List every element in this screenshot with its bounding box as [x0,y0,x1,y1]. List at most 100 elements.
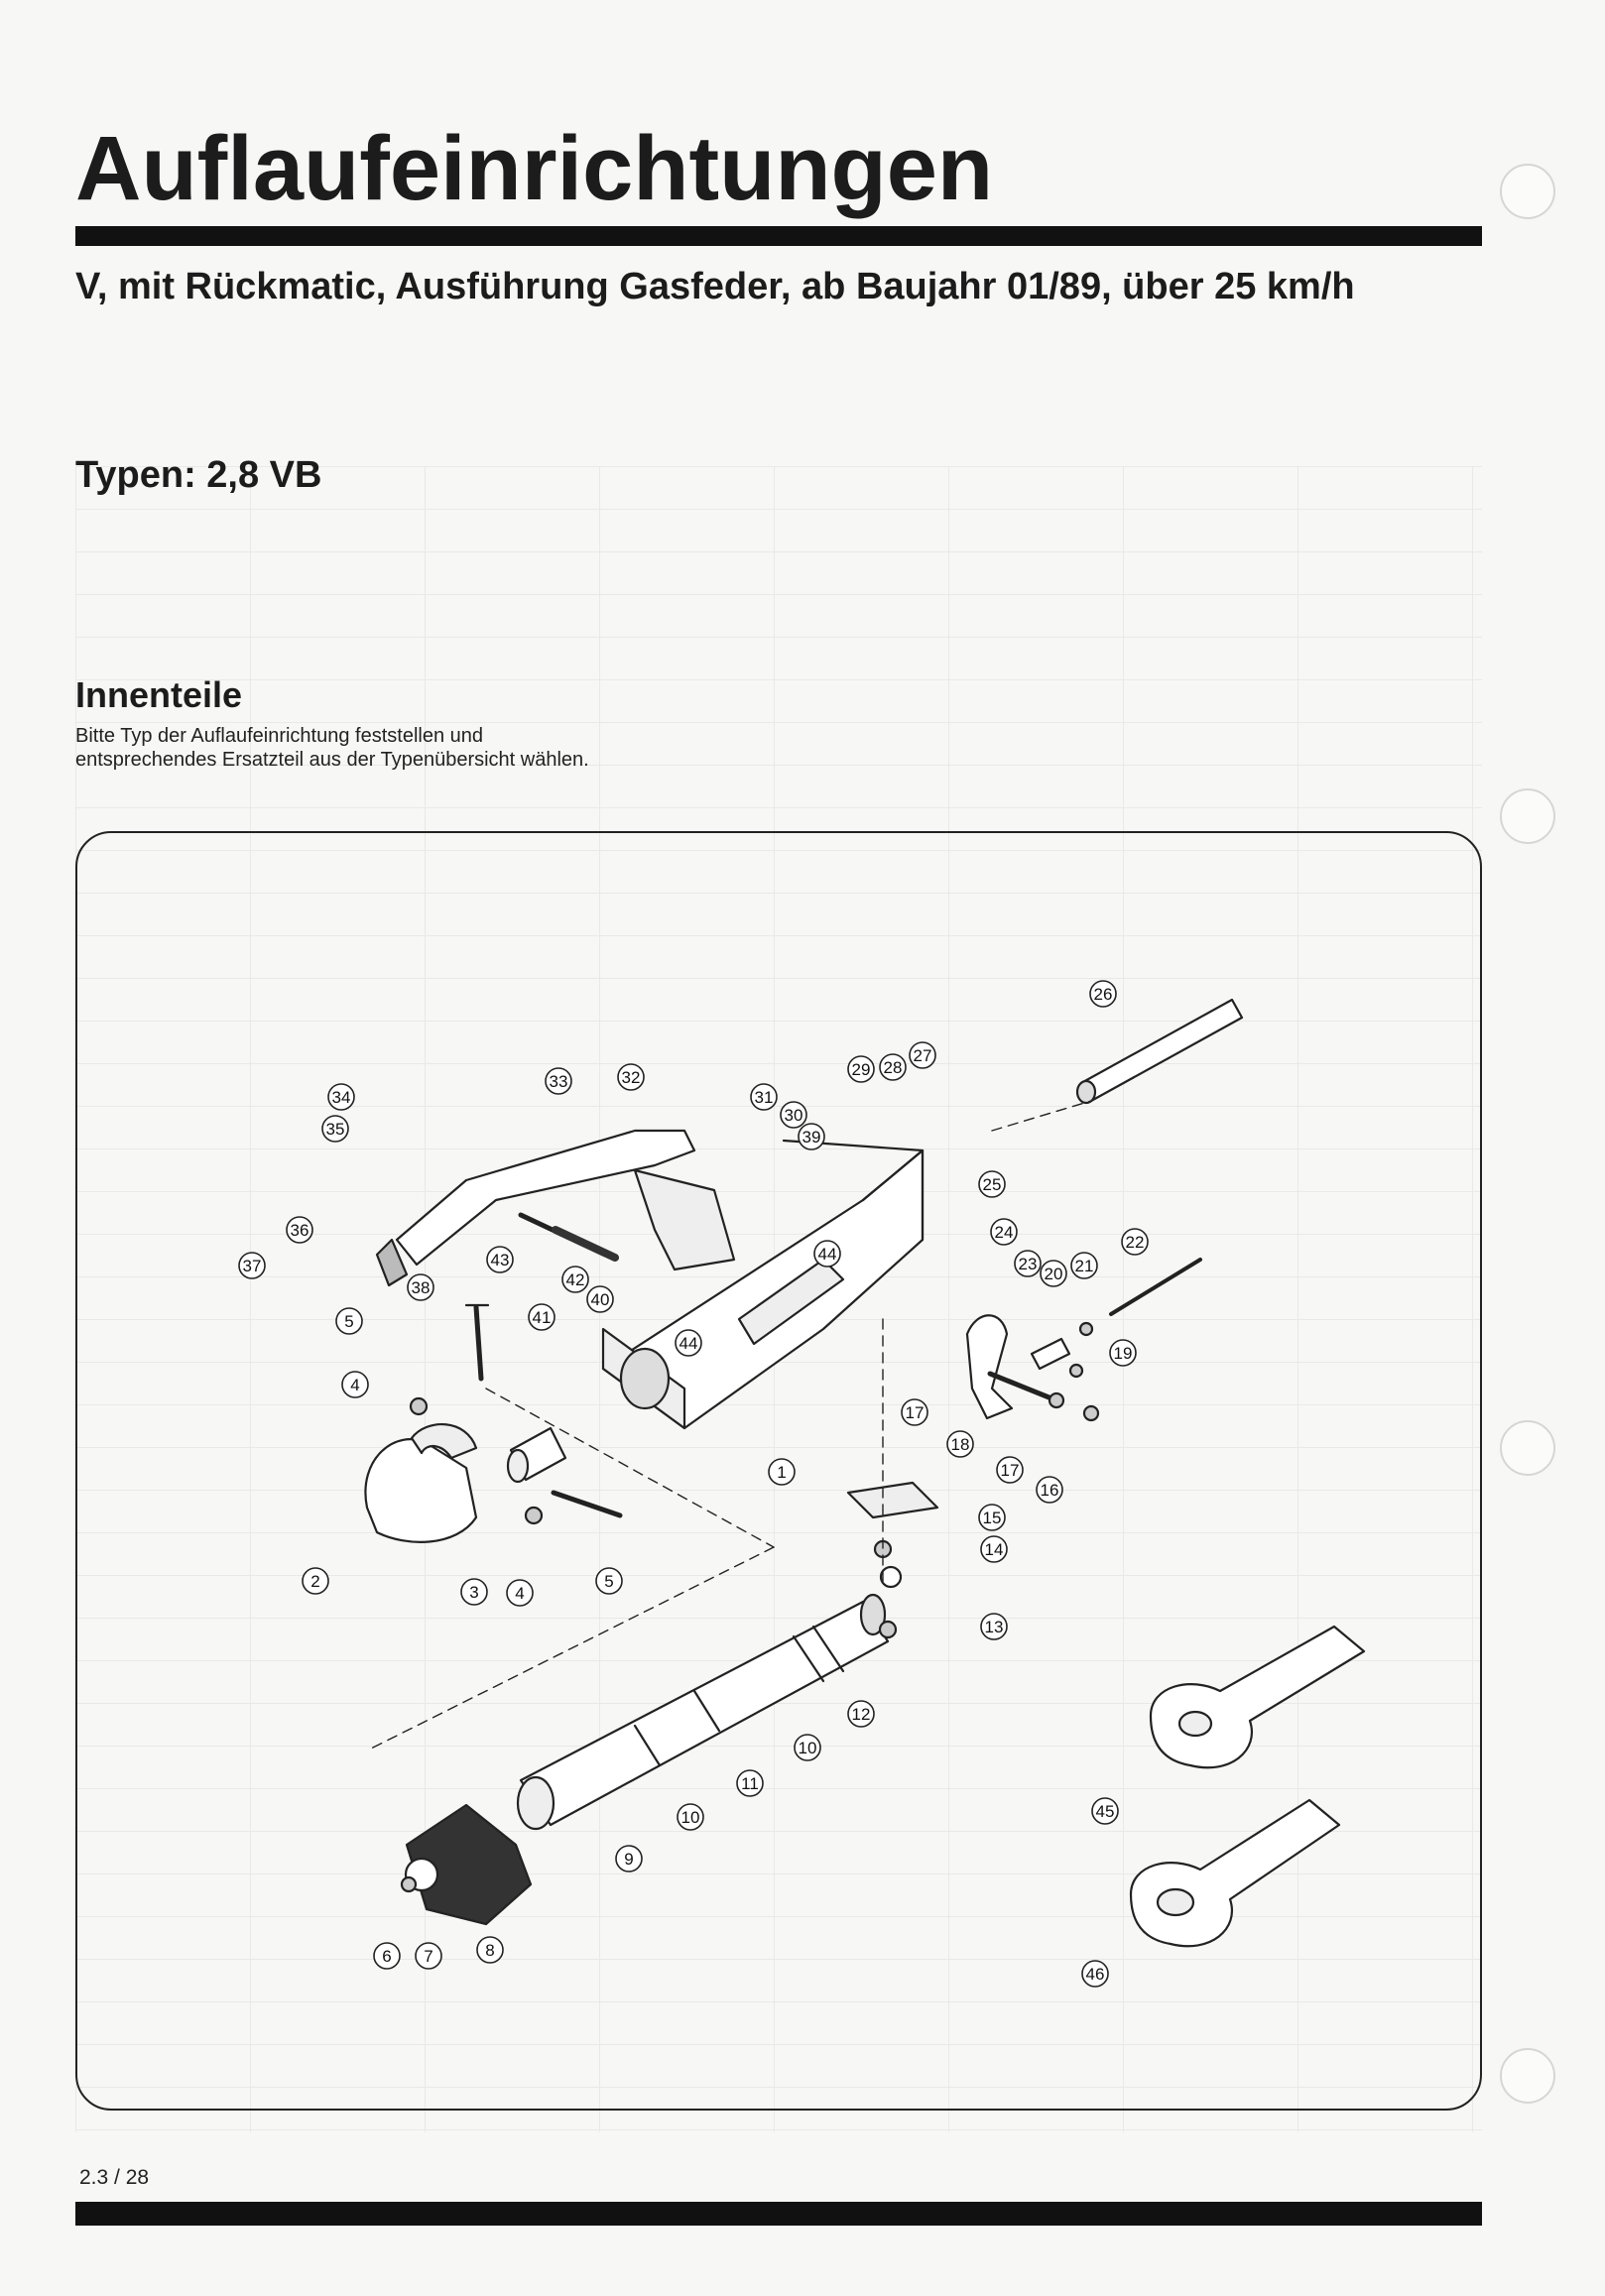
svg-text:8: 8 [485,1941,494,1960]
callout-45: 45 [1091,1797,1119,1825]
callout-18: 18 [946,1430,974,1458]
page-title: Auflaufeinrichtungen [75,118,994,219]
section-heading: Innenteile [75,674,243,715]
callout-40: 40 [586,1285,614,1313]
svg-text:7: 7 [424,1947,432,1966]
callout-24: 24 [990,1218,1018,1246]
section-note: Bitte Typ der Auflaufeinrichtung festste… [75,725,589,771]
sleeve-part [506,1426,567,1484]
callout-10a: 10 [677,1803,704,1831]
svg-text:26: 26 [1094,985,1113,1004]
callout-42: 42 [561,1266,589,1293]
callout-5b: 5 [595,1567,623,1595]
svg-text:18: 18 [951,1435,970,1454]
callout-11: 11 [736,1769,764,1797]
punch-hole [1500,788,1555,844]
callout-44a: 44 [813,1240,841,1268]
callout-16: 16 [1036,1476,1063,1504]
svg-text:15: 15 [983,1509,1002,1527]
lever-arm-part [965,1314,1100,1422]
punch-hole [1500,2048,1555,2104]
svg-text:31: 31 [755,1088,774,1107]
callout-32: 32 [617,1063,645,1091]
types-label: Typen: 2,8 VB [75,454,322,496]
coupling-head-part [364,1423,478,1543]
callout-46: 46 [1081,1960,1109,1988]
callout-4a: 4 [341,1371,369,1398]
svg-text:19: 19 [1114,1344,1133,1363]
svg-text:4: 4 [515,1584,524,1603]
svg-text:5: 5 [344,1312,353,1331]
svg-text:2: 2 [310,1572,319,1591]
callout-34: 34 [327,1083,355,1111]
svg-text:20: 20 [1045,1265,1063,1283]
callout-13: 13 [980,1613,1008,1640]
callout-20: 20 [1040,1260,1067,1287]
svg-text:28: 28 [884,1058,903,1077]
callout-15: 15 [978,1504,1006,1531]
callout-29: 29 [847,1055,875,1083]
svg-text:33: 33 [550,1072,568,1091]
svg-text:23: 23 [1019,1255,1038,1273]
svg-text:9: 9 [624,1850,633,1869]
callout-36: 36 [286,1216,313,1244]
callout-37: 37 [238,1252,266,1279]
svg-text:16: 16 [1041,1481,1059,1500]
svg-text:12: 12 [852,1705,871,1724]
callout-17b: 17 [996,1456,1024,1484]
diagram-frame [75,831,1482,2111]
svg-text:43: 43 [491,1251,510,1269]
callout-35: 35 [321,1115,349,1143]
svg-text:24: 24 [995,1223,1014,1242]
svg-text:3: 3 [469,1583,478,1602]
callout-28: 28 [879,1053,907,1081]
callout-4b: 4 [506,1579,534,1607]
svg-text:30: 30 [785,1106,803,1125]
callout-7: 7 [415,1942,442,1970]
callout-44b: 44 [675,1329,702,1357]
callout-19: 19 [1109,1339,1137,1367]
svg-text:27: 27 [914,1046,932,1065]
callout-10b: 10 [794,1734,821,1761]
svg-text:5: 5 [604,1572,613,1591]
svg-text:42: 42 [566,1270,585,1289]
callout-9: 9 [615,1845,643,1873]
punch-hole [1500,164,1555,219]
footer-rule [75,2202,1482,2226]
svg-text:1: 1 [777,1463,786,1482]
svg-text:32: 32 [622,1068,641,1087]
assembly-guide-lines [366,1100,1092,1752]
callout-33: 33 [545,1067,572,1095]
svg-text:13: 13 [985,1618,1004,1636]
bellows-part [400,1803,533,1926]
svg-text:41: 41 [533,1308,552,1327]
pin-part [1030,1258,1202,1379]
callout-26: 26 [1089,980,1117,1008]
svg-text:11: 11 [741,1774,759,1793]
callout-41: 41 [528,1303,556,1331]
punch-hole [1500,1420,1555,1476]
callout-39: 39 [798,1123,825,1150]
callout-12: 12 [847,1700,875,1728]
svg-text:25: 25 [983,1175,1002,1194]
callout-1: 1 [768,1458,796,1486]
callout-17a: 17 [901,1398,928,1426]
svg-text:39: 39 [802,1128,821,1147]
page-subtitle: V, mit Rückmatic, Ausführung Gasfeder, a… [75,266,1355,307]
callout-21: 21 [1070,1252,1098,1279]
part-callouts: 1 2 3 4 4 5 5 6 7 8 9 10 10 11 12 13 14 … [238,980,1149,1988]
housing-part [601,1139,925,1430]
svg-text:10: 10 [681,1808,700,1827]
callout-38: 38 [407,1273,434,1301]
callout-43: 43 [486,1246,514,1273]
nut-part [409,1396,544,1525]
page-number: 2.3 / 28 [79,2166,150,2189]
svg-text:46: 46 [1086,1965,1105,1984]
svg-text:4: 4 [350,1376,359,1394]
callout-14: 14 [980,1535,1008,1563]
callout-25: 25 [978,1170,1006,1198]
svg-text:21: 21 [1075,1257,1094,1275]
callout-5a: 5 [335,1307,363,1335]
svg-text:37: 37 [243,1257,262,1275]
